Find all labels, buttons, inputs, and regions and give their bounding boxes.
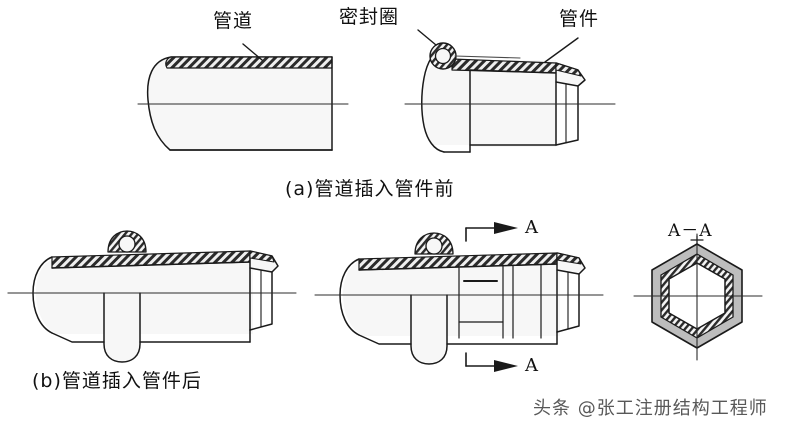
label-seal-ring: 密封圈: [339, 6, 400, 28]
assembly-bottom-middle: [314, 232, 604, 365]
seal-ring-top: [429, 42, 457, 70]
label-pipe: 管道: [213, 10, 254, 32]
section-arrow-top: [465, 222, 518, 242]
caption-b: (b)管道插入管件后: [32, 370, 202, 392]
fitting-top-right: [404, 42, 616, 153]
label-fitting: 管件: [559, 8, 600, 30]
pipe-top-left: [137, 56, 349, 151]
leader-pipe: [242, 43, 263, 61]
section-view-hexagon: [633, 233, 763, 361]
caption-a: (a)管道插入管件前: [285, 178, 455, 200]
leader-seal-ring-2: [454, 55, 521, 59]
assembly-bottom-left: [7, 230, 297, 363]
seal-ring-middle: [414, 232, 454, 255]
section-arrow-label-top: A: [525, 217, 538, 238]
watermark: 头条 @张工注册结构工程师: [533, 398, 768, 419]
section-arrow-bottom: [465, 352, 518, 372]
section-arrow-label-bottom: A: [525, 355, 538, 376]
leader-seal-ring: [417, 29, 437, 46]
section-view-title: A－A: [668, 221, 713, 241]
seal-ring-left: [107, 230, 147, 253]
leader-fitting: [544, 37, 579, 63]
